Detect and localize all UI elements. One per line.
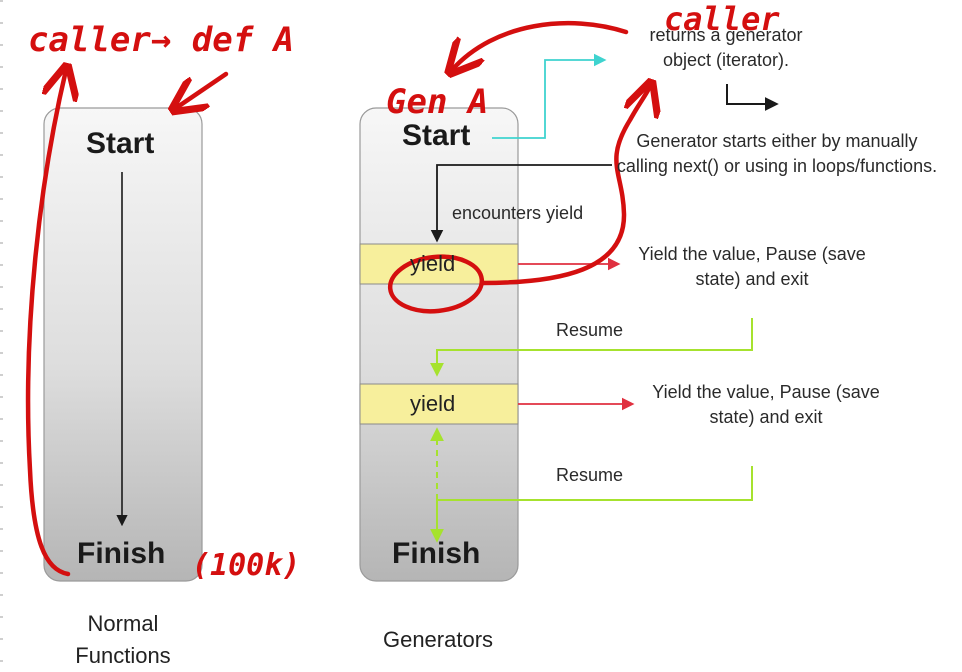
hook-arrow [726, 84, 779, 111]
yield-box-1 [359, 243, 519, 285]
yield-1-note: Yield the value, Pause (save state) and … [638, 244, 866, 289]
ink-long-loop [25, 70, 68, 577]
yield-1-label: yield [410, 251, 456, 276]
normal-finish-label: Finish [77, 537, 166, 570]
returns-arrow [492, 53, 607, 139]
generator-caption: Generators [382, 627, 494, 652]
starts-note: Generator starts either by manually call… [616, 131, 938, 176]
yield-2-label: yield [410, 391, 456, 416]
ink-def-arrow [176, 71, 229, 108]
normal-function-column [43, 107, 203, 582]
encounters-yield-label: encounters yield [452, 203, 584, 223]
ink-yield-to-caller [479, 86, 650, 286]
ink-gen-arrow [452, 20, 629, 70]
edge-ticks [0, 0, 3, 671]
normal-start-label: Start [86, 127, 155, 160]
handwritten-count: (100k) [192, 548, 301, 583]
yield-2-note: Yield the value, Pause (save state) and … [652, 382, 880, 427]
resume-2-label: Resume [556, 465, 624, 485]
generator-start-label: Start [402, 119, 471, 152]
handwritten-gen-a: Gen A [386, 82, 489, 122]
generator-finish-label: Finish [392, 537, 481, 570]
ink-yield-circle [387, 254, 485, 314]
handwritten-caller-def: caller→ def A [28, 20, 295, 60]
resume-2-arrow [430, 466, 753, 543]
resume-1-label: Resume [556, 320, 624, 340]
normal-caption-line2: Functions [75, 643, 171, 668]
yield-box-2 [359, 383, 519, 425]
normal-caption-line1: Normal [87, 611, 159, 636]
handwritten-caller: caller [664, 0, 780, 38]
encounters-yield-arrow [430, 164, 612, 243]
resume-1-arrow [430, 318, 753, 377]
returns-note: returns a generator object (iterator). [649, 25, 803, 70]
generator-column [359, 107, 519, 582]
